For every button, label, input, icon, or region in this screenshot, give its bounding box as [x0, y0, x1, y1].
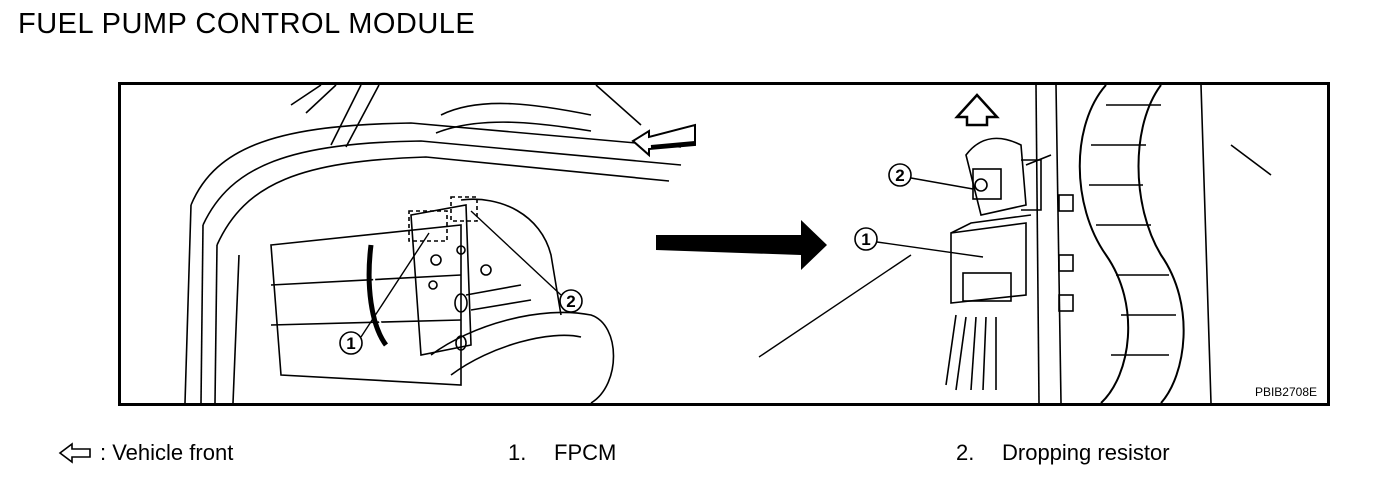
callout-group: 1 2 2 1: [339, 163, 984, 355]
detail-leader-line: [758, 254, 912, 358]
front-arrow-shadow: [650, 141, 696, 149]
callout-2-right: [888, 163, 912, 187]
callout-2-left-label: 2: [566, 292, 575, 311]
callout-1-right: [854, 227, 878, 251]
legend-vehicle-front: : Vehicle front: [58, 440, 233, 466]
diagram-figure: 1 2 2 1 PBIB2708E: [118, 82, 1330, 406]
legend-front-label: : Vehicle front: [100, 440, 234, 465]
legend-item-number: 2.: [956, 440, 975, 465]
legend-item-dropping-resistor: 2. Dropping resistor: [956, 440, 1170, 466]
front-arrow-icon: [58, 442, 91, 464]
transition-arrow-icon: [656, 220, 827, 270]
callout-2-left: [559, 289, 583, 313]
callout-2-right-label: 2: [895, 166, 904, 185]
vehicle-right-view: [945, 85, 1272, 403]
front-arrow-icon: [631, 123, 696, 158]
legend-item-label: FPCM: [554, 440, 617, 465]
legend-item-fpcm: 1. FPCM: [508, 440, 616, 466]
page-title: FUEL PUMP CONTROL MODULE: [18, 8, 476, 40]
legend-item-number: 1.: [508, 440, 527, 465]
up-arrow-icon: [954, 93, 1000, 127]
figure-code: PBIB2708E: [1254, 385, 1317, 399]
legend-item-label: Dropping resistor: [1002, 440, 1170, 465]
callout-1-left: [339, 331, 363, 355]
vehicle-left-view: [184, 85, 682, 403]
callout-1-right-label: 1: [861, 230, 870, 249]
diagram-svg: 1 2 2 1: [184, 85, 1272, 403]
callout-1-left-label: 1: [346, 334, 355, 353]
